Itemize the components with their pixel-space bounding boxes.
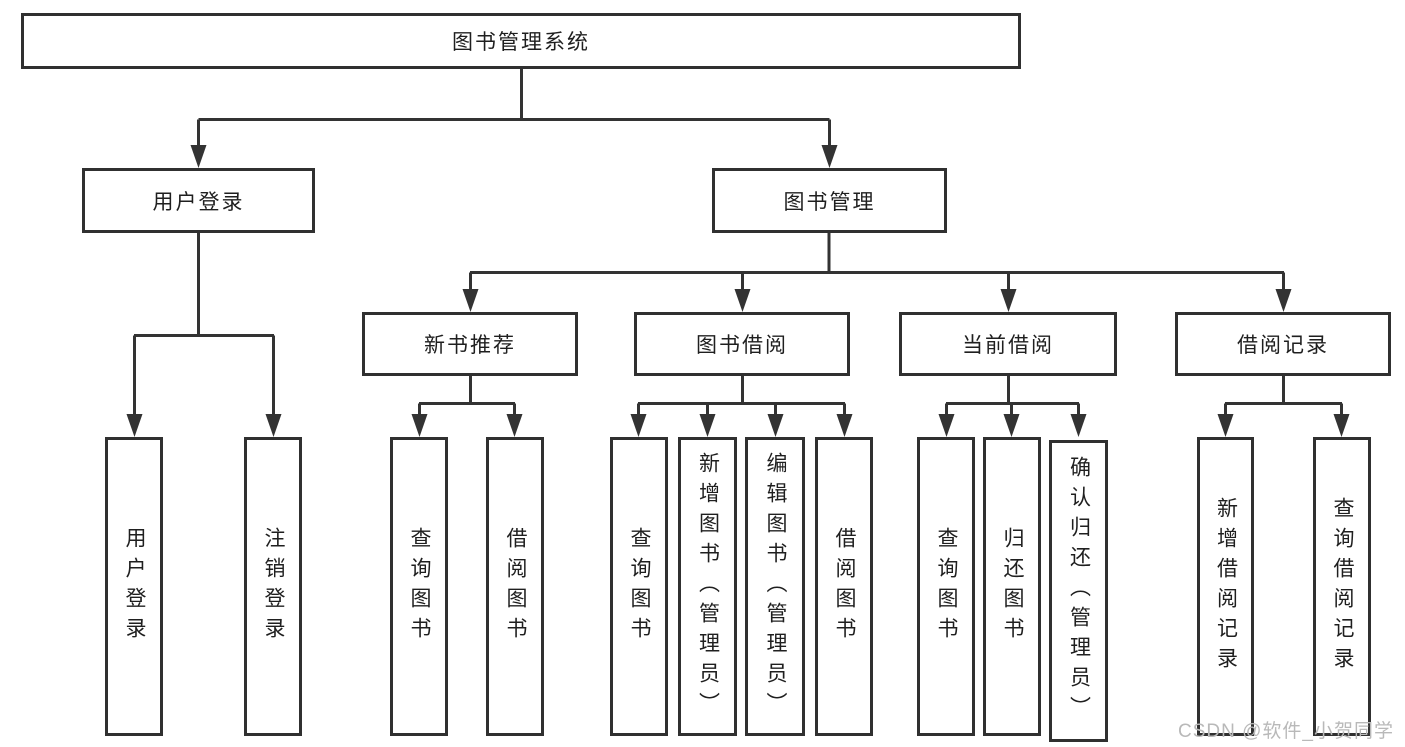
leaf-confirm-return-admin: 确认归还（管理员） (1049, 440, 1108, 742)
node-book-management: 图书管理 (712, 168, 947, 233)
csdn-watermark: CSDN @软件_小贺同学 (1178, 721, 1394, 742)
node-new-book-recommend-label: 新书推荐 (424, 334, 516, 357)
leaf-edit-book-admin-label: 编辑图书（管理员） (764, 451, 787, 722)
leaf-recommend-query-book-label: 查询图书 (408, 526, 431, 647)
leaf-add-borrow-record-label: 新增借阅记录 (1214, 496, 1238, 677)
node-borrow-record: 借阅记录 (1175, 312, 1391, 376)
leaf-return-book-label: 归还图书 (1001, 526, 1024, 647)
leaf-recommend-borrow-book-label: 借阅图书 (504, 526, 527, 647)
node-user-login-label: 用户登录 (152, 190, 245, 214)
node-user-login: 用户登录 (82, 168, 315, 233)
leaf-logout: 注销登录 (244, 437, 302, 736)
leaf-borrow-book-label: 借阅图书 (833, 526, 856, 647)
node-book-management-label: 图书管理 (783, 190, 876, 214)
leaf-recommend-query-book: 查询图书 (390, 437, 448, 736)
leaf-user-login-label: 用户登录 (123, 526, 146, 647)
leaf-add-borrow-record: 新增借阅记录 (1197, 437, 1254, 736)
leaf-add-book-admin-label: 新增图书（管理员） (696, 451, 720, 722)
leaf-confirm-return-admin-label: 确认归还（管理员） (1067, 456, 1091, 726)
leaf-borrow-book: 借阅图书 (815, 437, 873, 736)
node-book-borrow: 图书借阅 (634, 312, 850, 376)
leaf-edit-book-admin: 编辑图书（管理员） (745, 437, 805, 736)
node-new-book-recommend: 新书推荐 (362, 312, 578, 376)
leaf-borrow-query-book: 查询图书 (610, 437, 668, 736)
node-current-borrow: 当前借阅 (899, 312, 1117, 376)
leaf-borrow-query-book-label: 查询图书 (628, 526, 651, 647)
leaf-query-borrow-record-label: 查询借阅记录 (1331, 496, 1354, 677)
leaf-query-borrow-record: 查询借阅记录 (1313, 437, 1371, 736)
node-borrow-record-label: 借阅记录 (1237, 334, 1329, 357)
node-book-borrow-label: 图书借阅 (696, 334, 788, 357)
node-root-label: 图书管理系统 (452, 31, 590, 54)
leaf-return-book: 归还图书 (983, 437, 1041, 736)
node-current-borrow-label: 当前借阅 (962, 334, 1054, 357)
arrowhead-icons (126, 145, 1350, 437)
leaf-recommend-borrow-book: 借阅图书 (486, 437, 544, 736)
leaf-add-book-admin: 新增图书（管理员） (678, 437, 737, 736)
leaf-current-query-book-label: 查询图书 (935, 526, 958, 647)
leaf-current-query-book: 查询图书 (917, 437, 975, 736)
node-root: 图书管理系统 (21, 13, 1021, 69)
leaf-user-login: 用户登录 (105, 437, 163, 736)
leaf-logout-label: 注销登录 (262, 526, 285, 647)
